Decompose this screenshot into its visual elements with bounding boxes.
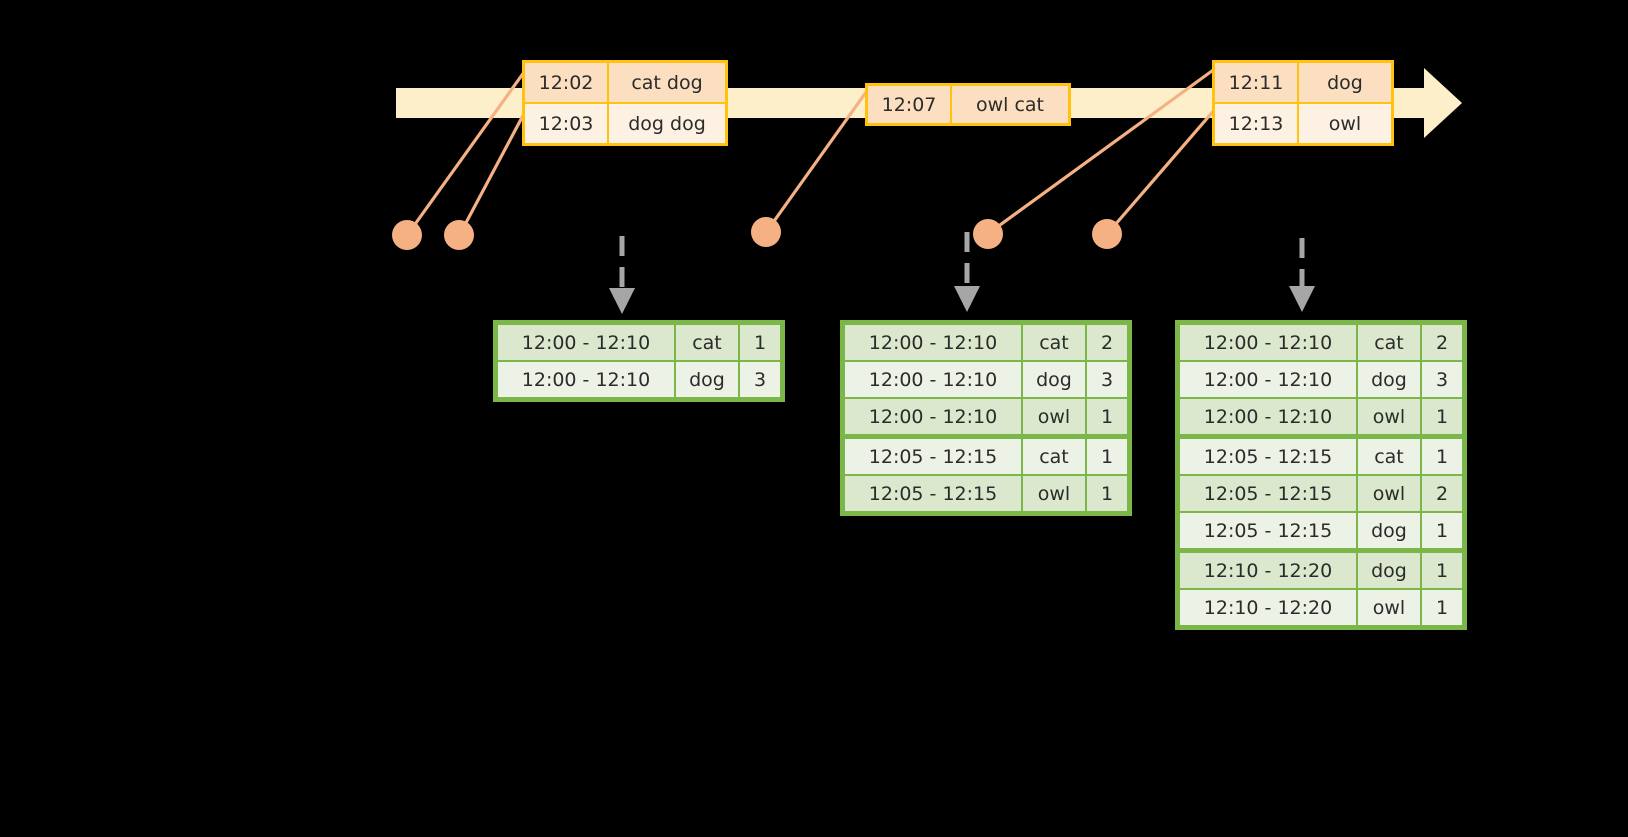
dashed-arrow-3 [1289, 238, 1315, 312]
result-window: 12:00 - 12:10 [1180, 325, 1356, 360]
result-window: 12:00 - 12:10 [845, 399, 1021, 434]
result-count: 1 [1087, 476, 1127, 511]
connector-dot-5 [1092, 219, 1122, 249]
dashed-arrow-2 [954, 232, 980, 312]
result-count: 2 [1422, 476, 1462, 511]
result-key: cat [1358, 439, 1420, 474]
result-key: owl [1023, 399, 1085, 434]
result-key: dog [1358, 553, 1420, 588]
connector-dot-4 [973, 219, 1003, 249]
result-window: 12:00 - 12:10 [498, 325, 674, 360]
event-value: cat dog [631, 71, 703, 94]
result-count: 1 [1422, 513, 1462, 548]
result-key: dog [676, 362, 738, 397]
result-window: 12:05 - 12:15 [1180, 439, 1356, 474]
event-value: owl [1328, 112, 1362, 135]
result-key: cat [1358, 325, 1420, 360]
event-time: 12:02 [525, 63, 609, 102]
event-time: 12:07 [868, 86, 952, 123]
result-count: 3 [740, 362, 780, 397]
result-key: dog [1023, 362, 1085, 397]
result-window: 12:00 - 12:10 [845, 362, 1021, 397]
result-count: 2 [1422, 325, 1462, 360]
event-time: 12:13 [1215, 104, 1299, 143]
result-count: 1 [1422, 399, 1462, 434]
event-value: owl cat [975, 93, 1045, 116]
result-key: dog [1358, 513, 1420, 548]
result-count: 1 [1087, 399, 1127, 434]
event-time: 12:03 [525, 104, 609, 143]
connector-line-5 [1106, 106, 1218, 235]
result-key: dog [1358, 362, 1420, 397]
result-count: 3 [1422, 362, 1462, 397]
result-window: 12:05 - 12:15 [1180, 513, 1356, 548]
event-group-2[interactable]: 12:07 owl cat [865, 83, 1071, 126]
event-row[interactable]: 12:13 owl [1215, 102, 1391, 143]
result-window: 12:05 - 12:15 [845, 439, 1021, 474]
result-count: 1 [1422, 439, 1462, 474]
result-window: 12:10 - 12:20 [1180, 590, 1356, 625]
result-window: 12:10 - 12:20 [1180, 553, 1356, 588]
result-count: 1 [740, 325, 780, 360]
result-count: 3 [1087, 362, 1127, 397]
connector-line-1 [406, 66, 529, 236]
event-group-1[interactable]: 12:02 cat dog 12:03 dog dog [522, 60, 728, 146]
dashed-arrow-1 [609, 236, 635, 314]
result-key: owl [1358, 476, 1420, 511]
connector-line-2 [458, 106, 529, 236]
event-row[interactable]: 12:07 owl cat [868, 86, 1068, 123]
result-window: 12:05 - 12:15 [1180, 476, 1356, 511]
event-value: dog [1327, 71, 1363, 94]
result-window: 12:05 - 12:15 [845, 476, 1021, 511]
event-row[interactable]: 12:11 dog [1215, 63, 1391, 102]
result-window: 12:00 - 12:10 [1180, 362, 1356, 397]
dashed-arrows [609, 232, 1315, 314]
result-count: 2 [1087, 325, 1127, 360]
result-count: 1 [1087, 439, 1127, 474]
result-key: owl [1358, 590, 1420, 625]
connector-dot-1 [392, 220, 422, 250]
event-time: 12:11 [1215, 63, 1299, 102]
connector-dot-3 [751, 217, 781, 247]
result-window: 12:00 - 12:10 [845, 325, 1021, 360]
result-key: owl [1358, 399, 1420, 434]
result-key: cat [676, 325, 738, 360]
event-row[interactable]: 12:02 cat dog [525, 63, 725, 102]
result-count: 1 [1422, 553, 1462, 588]
result-window: 12:00 - 12:10 [498, 362, 674, 397]
event-group-3[interactable]: 12:11 dog 12:13 owl [1212, 60, 1394, 146]
result-key: owl [1023, 476, 1085, 511]
connector-line-3 [765, 86, 871, 233]
connector-dots [392, 217, 1122, 250]
result-window: 12:00 - 12:10 [1180, 399, 1356, 434]
result-key: cat [1023, 325, 1085, 360]
event-row[interactable]: 12:03 dog dog [525, 102, 725, 143]
result-key: cat [1023, 439, 1085, 474]
result-count: 1 [1422, 590, 1462, 625]
connector-dot-2 [444, 220, 474, 250]
event-value: dog dog [628, 112, 706, 135]
